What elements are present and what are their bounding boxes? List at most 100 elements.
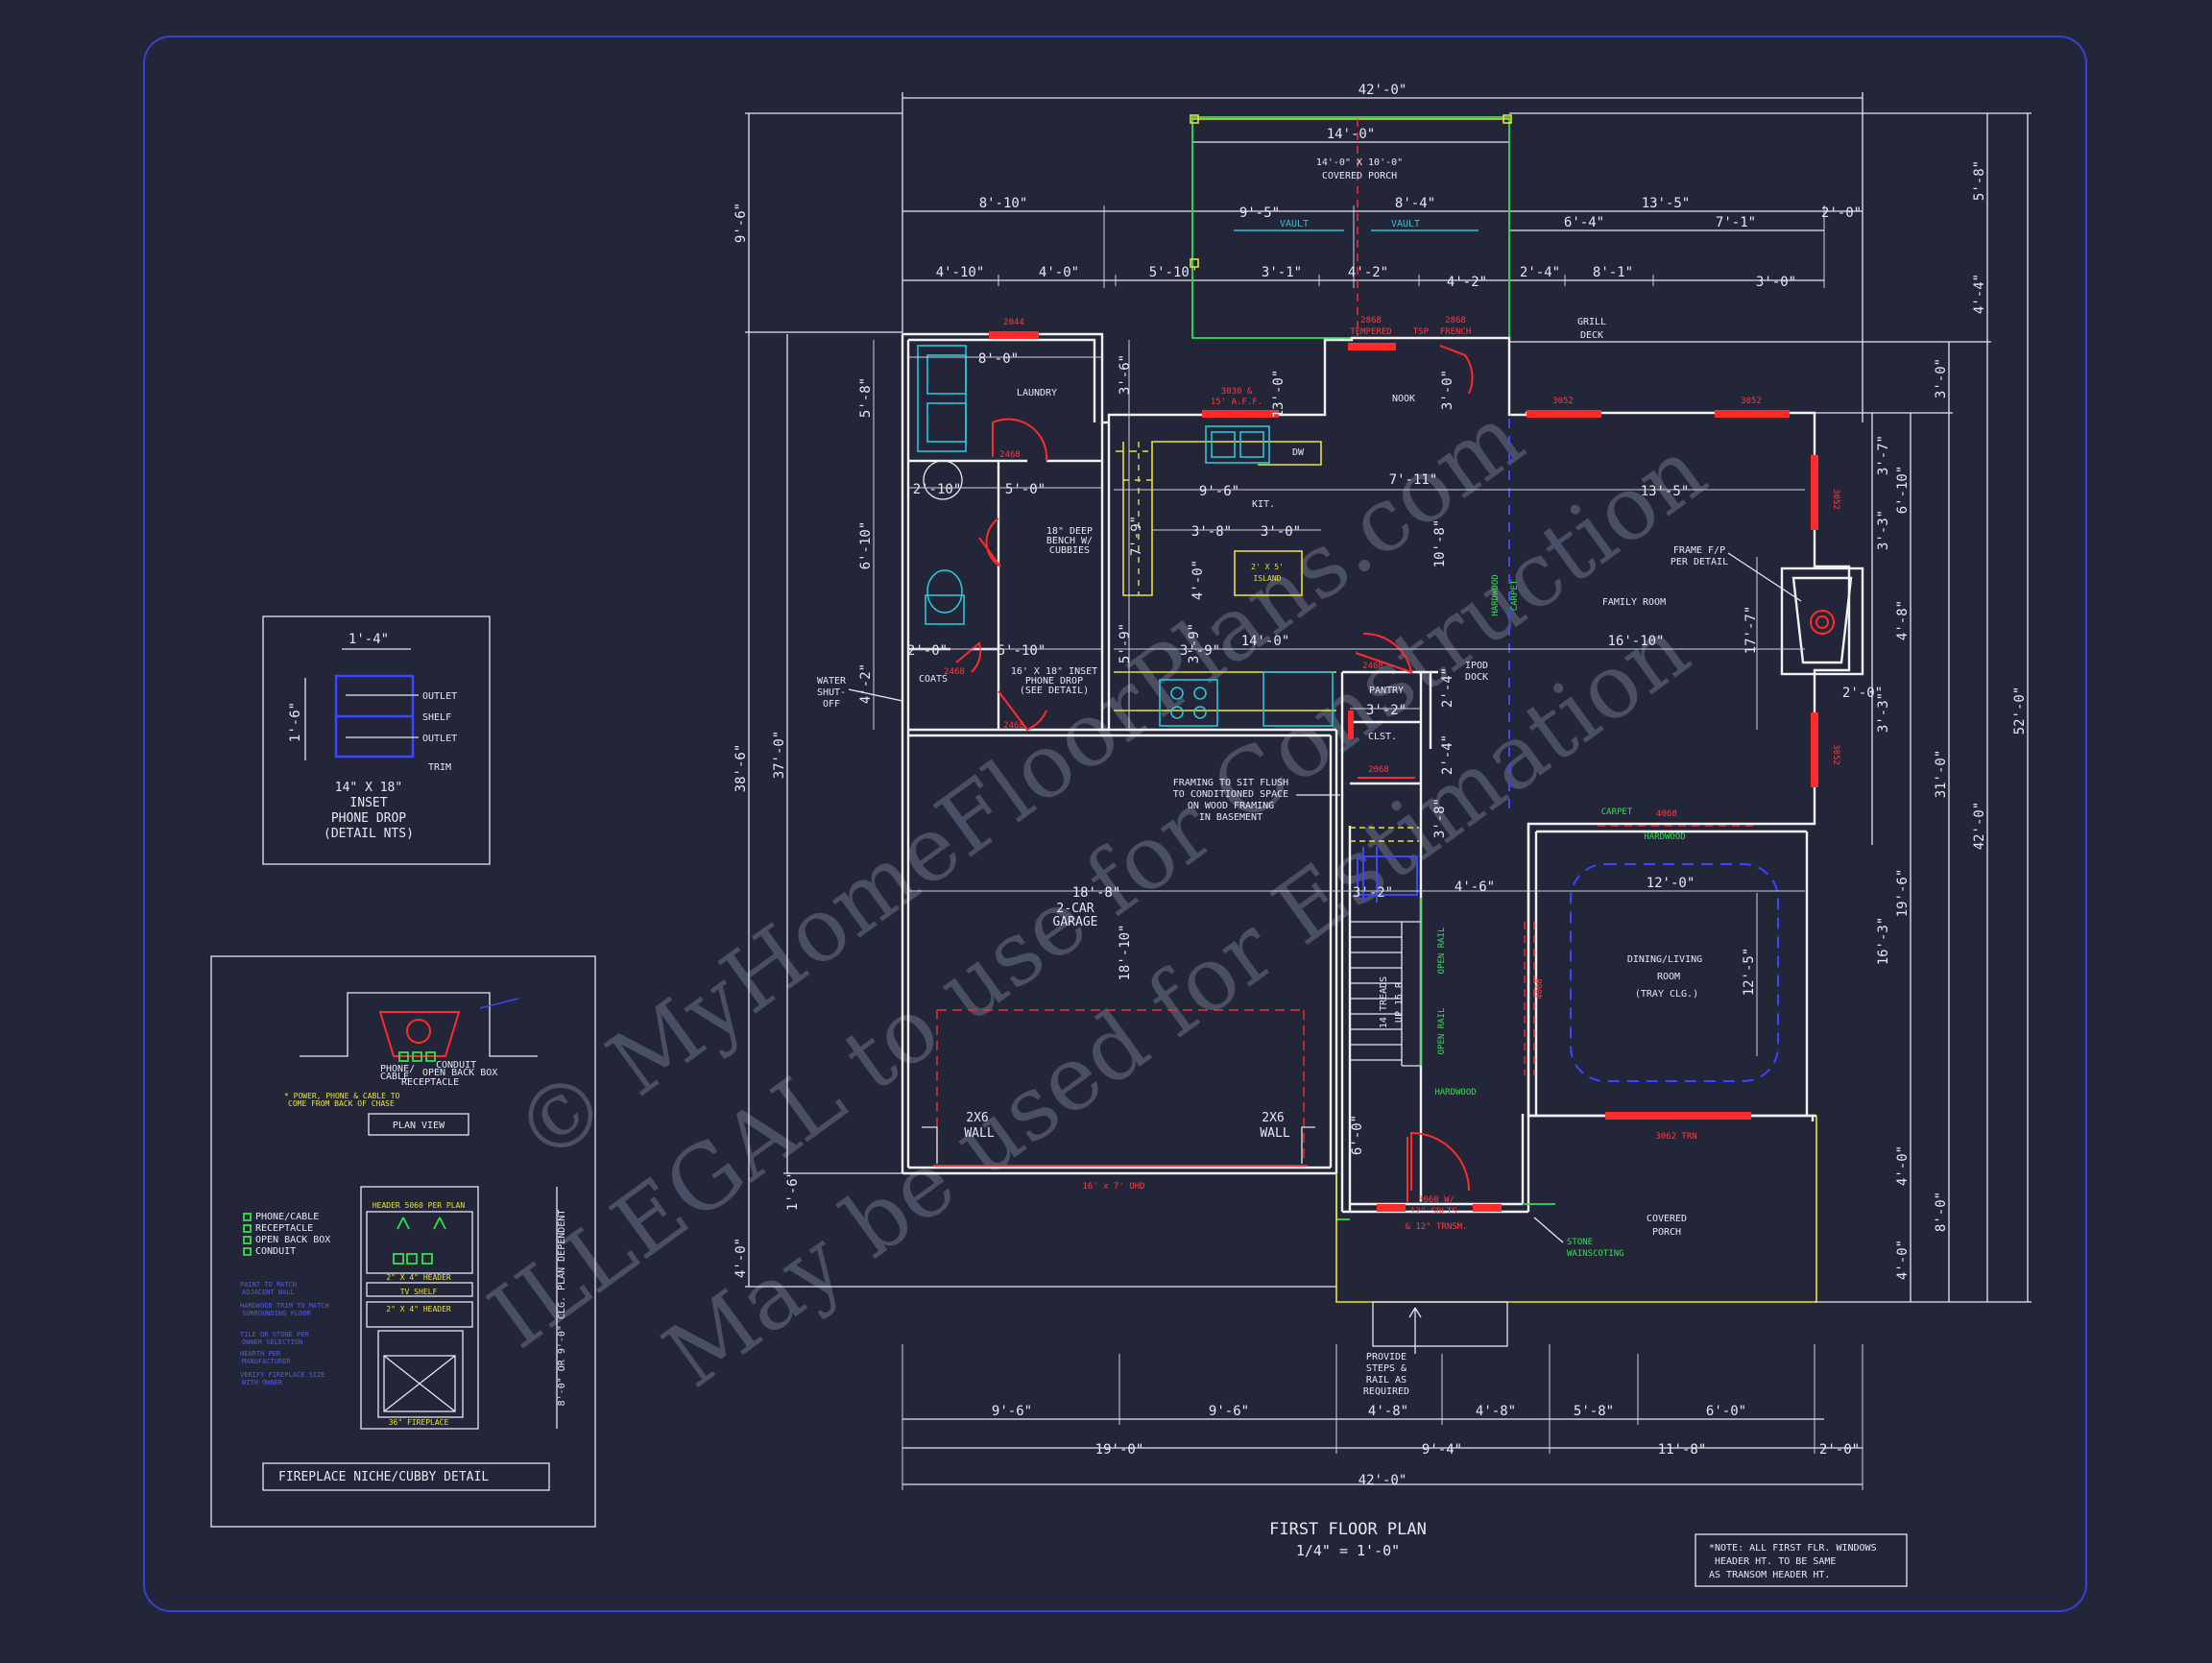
carpet-label: CARPET [1601, 807, 1633, 817]
dim-right-5-8: 5'-8" [1972, 160, 1987, 201]
room-dining-2: ROOM [1657, 972, 1680, 982]
dim-overall-top: 42'-0" [1358, 83, 1407, 98]
win-tsp: TSP [1413, 327, 1430, 337]
note-framing-4: IN BASEMENT [1199, 812, 1262, 823]
room-clst: CLST. [1368, 732, 1397, 742]
phone-trim: TRIM [428, 762, 451, 773]
win-2868a: 2868 [1360, 316, 1382, 325]
fp-blue-6: OWNER SELECTION [242, 1338, 302, 1346]
dim-v-17-7: 17'-7" [1743, 606, 1759, 655]
dim-7-11: 7'-11" [1389, 472, 1438, 488]
room-laundry: LAUNDRY [1017, 388, 1057, 398]
note-water-2: SHUT- [817, 687, 846, 698]
dim-top-2-4: 2'-4" [1520, 265, 1560, 280]
plan-title-text: FIRST FLOOR PLAN [1269, 1520, 1427, 1539]
room-garage-2: GARAGE [1053, 915, 1098, 929]
dim-top-4-2: 4'-2" [1348, 265, 1388, 280]
right-dimensions: 5'-8" 4'-4" 3'-0" 3'-7" 6'-10" 3'-3" 4'-… [1509, 112, 2032, 1303]
fp-blue-7: HEARTH PER [240, 1350, 281, 1358]
fp-note-1: * POWER, PHONE & CABLE TO [284, 1092, 400, 1100]
dim-v-12-5: 12'-5" [1742, 948, 1757, 997]
dim-right-3-0: 3'-0" [1934, 358, 1949, 398]
dim-dining-12-0: 12'-0" [1647, 876, 1695, 891]
room-dining-1: DINING/LIVING [1627, 954, 1702, 965]
fp-blue-2: ADJACENT WALL [242, 1289, 295, 1296]
island-label: ISLAND [1254, 574, 1282, 583]
note-ipod-2: DOCK [1465, 672, 1488, 683]
dim-right-16-3: 16'-3" [1876, 917, 1891, 966]
hardwood-label-vertical: HARDWOOD [1491, 574, 1501, 615]
door-2468b: 2468 [1003, 721, 1024, 731]
dim-left-9-6: 9'-6" [733, 203, 749, 243]
note-2x6-right: 2X6 [1262, 1111, 1284, 1125]
fp-blue-8: MANUFACTURER [242, 1358, 291, 1365]
dim-right-4-0b: 4'-0" [1895, 1240, 1911, 1280]
note-water-1: WATER [817, 676, 847, 687]
win-3052b: 3052 [1741, 397, 1762, 406]
vault-label-right: VAULT [1391, 219, 1420, 229]
room-deck: DECK [1580, 330, 1603, 341]
sheet-note: *NOTE: ALL FIRST FLR. WINDOWS HEADER HT.… [1695, 1533, 1908, 1587]
dim-bottom-42-0: 42'-0" [1358, 1473, 1407, 1488]
dim-v-2-4a: 2'-4" [1440, 667, 1455, 708]
vault-label-left: VAULT [1280, 219, 1309, 229]
dim-right-42-0: 42'-0" [1972, 802, 1987, 851]
stairs: 14 TREADS UP 15 R [1350, 827, 1421, 1067]
dim-right-3-3b: 3'-3" [1876, 692, 1891, 733]
fp-blue-10: WITH OWNER [242, 1379, 283, 1386]
dim-bottom-19-0: 19'-0" [1095, 1442, 1144, 1458]
dim-3-9: 3'-9" [1180, 643, 1220, 659]
windows [989, 331, 1818, 1212]
dim-v-3-6: 3'-6" [1118, 354, 1133, 395]
open-rail-label-1: OPEN RAIL [1437, 928, 1447, 975]
room-kit: KIT. [1252, 499, 1275, 510]
room-labels: LAUNDRY NOOK KIT. FAMILY ROOM GRILL DECK… [919, 317, 1702, 1000]
dim-bottom-4-8a: 4'-8" [1368, 1404, 1408, 1419]
treads-label: 14 TREADS [1379, 976, 1389, 1028]
fp-cable-lbl: CABLE [380, 1072, 409, 1082]
fp-phone-lbl: PHONE/ [380, 1064, 415, 1074]
room-grill: GRILL [1577, 317, 1606, 327]
dim-v-13-0: 13'-0" [1271, 370, 1286, 419]
fp-header: HEADER 5060 PER PLAN [373, 1201, 466, 1210]
dim-laundry-8-0: 8'-0" [978, 351, 1019, 367]
bottom-dimensions: 9'-6" 9'-6" 4'-8" 4'-8" 5'-8" 6'-0" 19'-… [902, 1344, 1863, 1490]
kitchen-cabinets: 2' X 5' ISLAND DW [1114, 425, 1336, 727]
note-phone-3: (SEE DETAIL) [1020, 686, 1089, 696]
fp-openback-lbl: OPEN BACK BOX [422, 1068, 497, 1078]
dim-bottom-9-4: 9'-4" [1422, 1442, 1462, 1458]
hardwood-label-entry: HARDWOOD [1434, 1088, 1476, 1097]
fp-legend-1: PHONE/CABLE [255, 1212, 319, 1222]
door-2468-coats: 2468 [944, 667, 965, 677]
dim-2-10: 2'-10" [913, 482, 962, 497]
dim-bottom-11-8: 11'-8" [1658, 1442, 1707, 1458]
sheet-note-2: HEADER HT. TO BE SAME [1715, 1556, 1836, 1567]
fp-hdr-2x4b: 2" X 4" HEADER [386, 1305, 451, 1314]
fireplace-detail: PHONE/ CABLE RECEPTACLE CONDUIT OPEN BAC… [210, 955, 596, 1528]
phone-height-dim: 1'-6" [288, 702, 303, 742]
dim-v-10-8: 10'-8" [1432, 519, 1448, 568]
dim-kit-9-6: 9'-6" [1199, 484, 1239, 499]
top-dimensions: 42'-0" 14'-0" 8'-10" 9'-5" 8'-4" 13'-5" … [902, 83, 1863, 422]
door-2468a: 2468 [999, 450, 1021, 460]
entry-door-3060: 3060 W/ [1418, 1195, 1455, 1205]
fp-recept-lbl: RECEPTACLE [401, 1077, 459, 1088]
dim-top-3-0: 3'-0" [1756, 275, 1796, 290]
dim-5-10-mud: 5'-10" [998, 643, 1046, 659]
island-size: 2' X 5' [1251, 563, 1284, 571]
phone-outlet-1: OUTLET [422, 691, 457, 702]
dim-v-4-0: 4'-0" [1190, 560, 1206, 600]
dishwasher-label: DW [1292, 447, 1305, 458]
dim-right-6-10: 6'-10" [1895, 466, 1911, 515]
garage-door: 16' x 7' OHD [1082, 1182, 1144, 1192]
fp-fireplace: 36" FIREPLACE [389, 1418, 449, 1427]
note-bench-1: 18" DEEP [1046, 526, 1093, 537]
dim-right-19-6: 19'-6" [1895, 869, 1911, 918]
phone-title-4: (DETAIL NTS) [324, 827, 414, 841]
provide-line-4: REQUIRED [1363, 1386, 1409, 1397]
dim-v-6-0: 6'-0" [1350, 1115, 1365, 1155]
dim-bottom-2-0: 2'-0" [1819, 1442, 1860, 1458]
dim-left-5-8: 5'-8" [858, 377, 874, 418]
note-wall-right: WALL [1260, 1126, 1289, 1141]
dim-porch-width: 14'-0" [1327, 127, 1376, 142]
